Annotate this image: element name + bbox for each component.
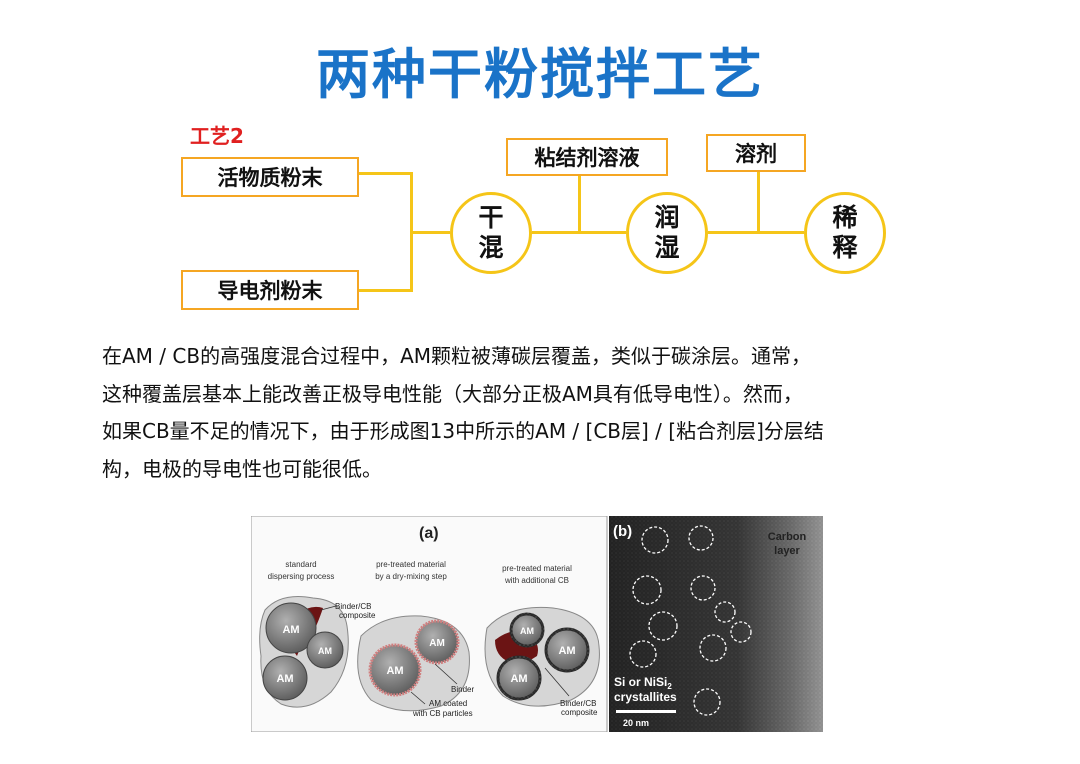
body-paragraph: 在AM / CB的高强度混合过程中，AM颗粒被薄碳层覆盖，类似于碳涂层。通常， …	[102, 338, 1012, 488]
col3-line1: pre-treated material	[502, 564, 572, 573]
scale-bar	[616, 710, 676, 713]
connector-line	[757, 172, 760, 232]
am-label: AM	[510, 673, 527, 685]
col2-line2: by a dry-mixing step	[375, 572, 447, 581]
am-label: AM	[429, 638, 445, 649]
panel-b-label: (b)	[613, 523, 632, 540]
step-wetting: 润 湿	[626, 192, 708, 274]
si-label: Si or NiSi2	[614, 675, 672, 691]
am-label: AM	[282, 624, 299, 636]
step-char: 湿	[654, 233, 680, 262]
connector-line	[708, 231, 804, 234]
binder-cb-label: composite	[339, 611, 376, 620]
binder-cb-label: composite	[561, 708, 598, 717]
paragraph-line: 这种覆盖层基本上能改善正极导电性能（大部分正极AM具有低导电性）。然而，	[102, 381, 803, 406]
page-title: 两种干粉搅拌工艺	[316, 43, 764, 106]
am-particle	[265, 602, 317, 654]
carbon-label: layer	[774, 545, 800, 557]
col2-line1: pre-treated material	[376, 560, 446, 569]
input-solvent: 溶剂	[706, 134, 806, 172]
paragraph-line: 如果CB量不足的情况下，由于形成图13中所示的AM / [CB层] / [粘合剂…	[102, 419, 824, 443]
am-label: AM	[558, 645, 575, 657]
step-dry-mix: 干 混	[450, 192, 532, 274]
crystallites-label: crystallites	[614, 690, 677, 704]
step-char: 润	[654, 203, 680, 232]
am-label: AM	[520, 626, 534, 636]
input-active-material: 活物质粉末	[181, 157, 359, 197]
col1-line2: dispersing process	[268, 572, 335, 581]
step-char: 干	[478, 203, 504, 232]
panel-a: (a) standard dispersing process pre-trea…	[251, 516, 608, 732]
step-char: 稀	[832, 203, 858, 232]
col3-line2: with additional CB	[504, 576, 569, 585]
binder-cb-label: Binder/CB	[560, 699, 596, 708]
am-label: AM	[386, 665, 403, 677]
connector-line	[410, 231, 450, 234]
panel-b: (b) Carbon layer Si or NiSi2 crystallite…	[609, 516, 823, 732]
col1-line1: standard	[285, 560, 316, 569]
am-coated-particle	[368, 643, 422, 697]
connector-line	[578, 172, 581, 232]
am-label: AM	[318, 646, 332, 656]
am-coated-label: AM coated	[429, 699, 467, 708]
step-dilution: 稀 释	[804, 192, 886, 274]
am-particle	[306, 631, 344, 669]
am-coated-particle	[544, 627, 590, 673]
am-label: AM	[276, 673, 293, 685]
panel-a-label: (a)	[419, 525, 439, 542]
connector-line	[359, 172, 412, 175]
figure-13: (a) standard dispersing process pre-trea…	[251, 516, 823, 732]
am-coated-particle	[414, 619, 460, 665]
scale-label: 20 nm	[623, 718, 649, 728]
input-conductive-agent: 导电剂粉末	[181, 270, 359, 310]
am-particle	[262, 655, 308, 701]
am-coated-particle	[509, 612, 545, 648]
step-char: 释	[832, 233, 858, 262]
am-coated-label: with CB particles	[412, 709, 473, 718]
crystallite-markers	[629, 525, 752, 716]
input-binder-solution: 粘结剂溶液	[506, 138, 668, 176]
binder-cb-label: Binder/CB	[335, 602, 371, 611]
carbon-label: Carbon	[768, 531, 807, 543]
binder-label: Binder	[451, 685, 474, 694]
connector-line	[532, 231, 626, 234]
paragraph-line: 在AM / CB的高强度混合过程中，AM颗粒被薄碳层覆盖，类似于碳涂层。通常，	[102, 344, 812, 368]
step-char: 混	[478, 233, 504, 262]
paragraph-line: 构，电极的导电性也可能很低。	[102, 456, 382, 481]
am-coated-particle	[496, 655, 542, 701]
process-label: 工艺2	[190, 124, 244, 148]
connector-line	[359, 289, 412, 292]
